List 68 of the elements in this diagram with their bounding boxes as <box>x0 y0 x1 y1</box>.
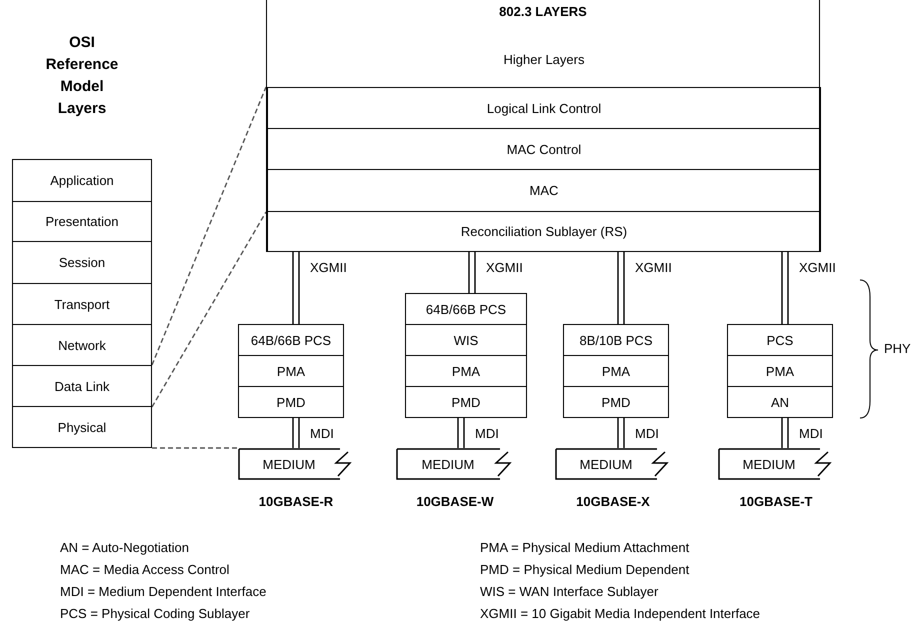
layer-box: Physical <box>12 406 152 448</box>
double-line-connector <box>617 417 625 449</box>
layer-box: WIS <box>405 324 527 356</box>
column-heading: OSI Reference Model Layers <box>44 33 120 119</box>
layer-box: 64B/66B PCS <box>405 293 527 325</box>
medium-box <box>718 448 834 480</box>
layer-box: Transport <box>12 283 152 325</box>
layer-box: PMA <box>405 355 527 387</box>
layer-stack-frame <box>266 0 820 252</box>
double-line-connector <box>781 251 789 325</box>
edge-label: MDI <box>473 426 501 441</box>
double-line-connector <box>617 251 625 325</box>
edge-label: MDI <box>633 426 661 441</box>
double-line-connector <box>781 417 789 449</box>
medium-box <box>396 448 514 480</box>
double-line-connector <box>292 251 300 325</box>
double-line-connector <box>292 417 300 449</box>
variant-label: 10GBASE-R <box>258 494 334 509</box>
abbreviation-note: AN = Auto-Negotiation <box>60 540 189 555</box>
edge-label: XGMII <box>797 260 838 275</box>
layer-row: Higher Layers <box>267 30 821 88</box>
variant-label: 10GBASE-T <box>738 494 814 509</box>
group-label: PHY <box>884 341 911 356</box>
abbreviation-note: PCS = Physical Coding Sublayer <box>60 606 250 621</box>
layer-box: 8B/10B PCS <box>563 324 669 356</box>
edge-label: MDI <box>308 426 336 441</box>
edge-label: XGMII <box>308 260 349 275</box>
medium-box <box>555 448 671 480</box>
layer-box: MAC <box>267 169 821 212</box>
edge-label: MDI <box>797 426 825 441</box>
medium-label: MEDIUM <box>742 456 796 472</box>
layer-box: PMD <box>238 386 344 418</box>
layer-box: Presentation <box>12 201 152 242</box>
variant-label: 10GBASE-W <box>415 494 495 509</box>
edge-label: XGMII <box>484 260 525 275</box>
abbreviation-note: WIS = WAN Interface Sublayer <box>480 584 658 599</box>
layer-box: PMD <box>563 386 669 418</box>
dashed-line <box>151 86 267 366</box>
abbreviation-note: MAC = Media Access Control <box>60 562 230 577</box>
medium-label: MEDIUM <box>422 456 474 472</box>
dashed-line <box>151 212 267 408</box>
layer-box: PMA <box>238 355 344 387</box>
layer-box: PMA <box>563 355 669 387</box>
abbreviation-note: XGMII = 10 Gigabit Media Independent Interface <box>480 606 760 621</box>
layer-box: PMD <box>405 386 527 418</box>
medium-label: MEDIUM <box>262 456 316 472</box>
layer-box: Logical Link Control <box>267 87 821 129</box>
layer-box: 64B/66B PCS <box>238 324 344 356</box>
medium-box <box>238 448 354 480</box>
layer-box: Network <box>12 324 152 366</box>
dashed-line <box>152 447 238 449</box>
layer-box: Session <box>12 241 152 284</box>
stack-heading: 802.3 LAYERS <box>498 4 588 19</box>
layer-box: PMA <box>727 355 833 387</box>
abbreviation-note: PMA = Physical Medium Attachment <box>480 540 690 555</box>
variant-label: 10GBASE-X <box>575 494 651 509</box>
medium-label: MEDIUM <box>580 456 632 472</box>
layer-box: PCS <box>727 324 833 356</box>
abbreviation-note: MDI = Medium Dependent Interface <box>60 584 266 599</box>
layer-box: Reconciliation Sublayer (RS) <box>267 211 821 252</box>
double-line-connector <box>457 417 465 449</box>
double-line-connector <box>468 251 476 294</box>
layer-box: Application <box>12 159 152 202</box>
abbreviation-note: PMD = Physical Medium Dependent <box>480 562 690 577</box>
layer-box: AN <box>727 386 833 418</box>
layer-box: Data Link <box>12 365 152 407</box>
layer-box: MAC Control <box>267 128 821 170</box>
edge-label: XGMII <box>633 260 674 275</box>
